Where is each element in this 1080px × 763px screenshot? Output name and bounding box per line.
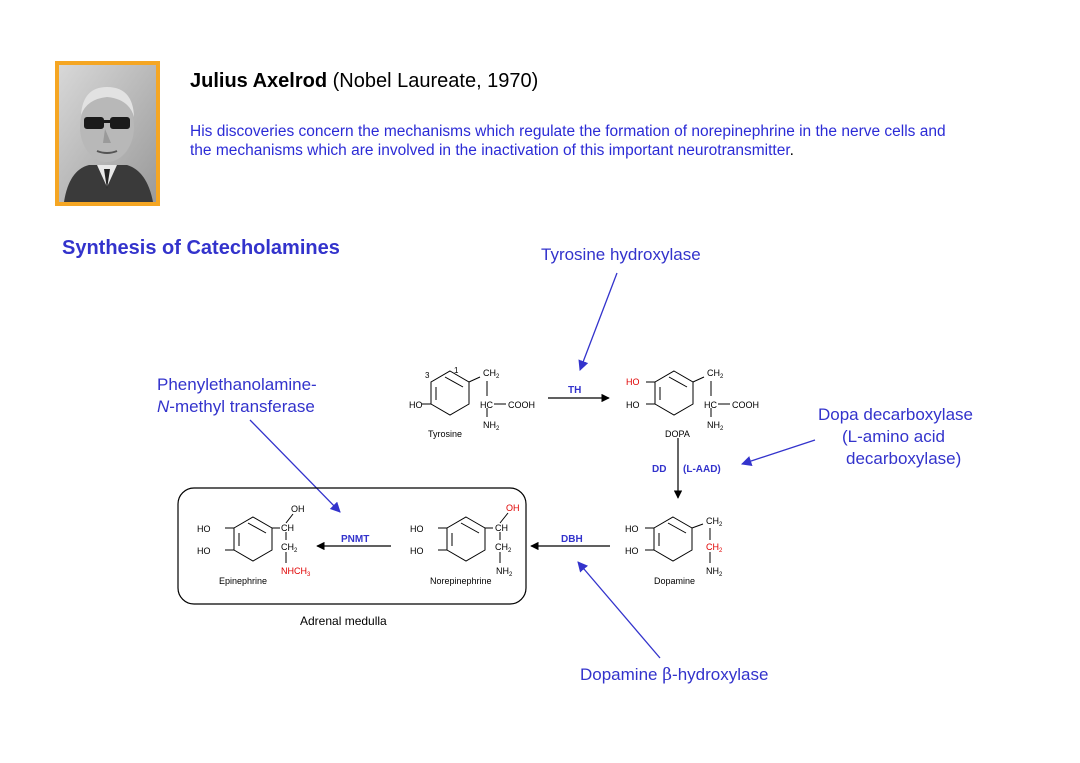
dd-pointer-arrow — [741, 439, 816, 467]
enzyme-dbh-suffix: -hydroxylase — [672, 665, 769, 684]
enzyme-pnmt-line1: Phenylethanolamine- — [157, 375, 317, 394]
step-label-dd: DD — [652, 464, 666, 475]
enzyme-dbh-prefix: Dopamine — [580, 665, 663, 684]
epinephrine-label: Epinephrine — [219, 576, 267, 586]
description-period: . — [789, 142, 794, 159]
dopa-ho: HO — [626, 400, 640, 410]
tyrosine-position-1: 1 — [454, 366, 459, 375]
enzyme-dbh-beta: β — [662, 665, 673, 685]
portrait-image — [59, 65, 156, 202]
enzyme-dopamine-beta-hydroxylase: Dopamine β-hydroxylase — [580, 664, 768, 686]
header-note: (Nobel Laureate, 1970) — [327, 70, 539, 92]
norepinephrine-label: Norepinephrine — [430, 576, 492, 586]
description-text: His discoveries concern the mechanisms w… — [190, 123, 946, 159]
norepinephrine-ho-top: HO — [410, 524, 424, 534]
tyrosine-nh2: NH2 — [483, 420, 500, 432]
norepinephrine-nh2: NH2 — [496, 566, 513, 578]
dopamine-ch2-top: CH2 — [706, 516, 723, 528]
dopamine-label: Dopamine — [654, 576, 695, 586]
portrait-photo — [55, 61, 160, 206]
tyrosine-cooh: COOH — [508, 400, 535, 410]
norepinephrine-ch2: CH2 — [495, 542, 512, 554]
dopamine-ho-bottom: HO — [625, 546, 639, 556]
norepinephrine-ho-bottom: HO — [410, 546, 424, 556]
section-title: Synthesis of Catecholamines — [62, 237, 340, 259]
norepinephrine-ch: CH — [495, 523, 508, 533]
dopamine-ch2-red: CH2 — [706, 542, 723, 554]
epinephrine-nhch3: NHCH3 — [281, 566, 311, 578]
step-label-dbh: DBH — [561, 534, 583, 545]
enzyme-dopa-decarboxylase-line3: decarboxylase) — [846, 449, 962, 468]
th-pointer-arrow — [578, 272, 618, 371]
enzyme-tyrosine-hydroxylase: Tyrosine hydroxylase — [541, 245, 701, 264]
norepinephrine-oh-red: OH — [506, 503, 520, 513]
dopamine-structure — [645, 516, 711, 563]
step-label-laad: (L-AAD) — [683, 464, 721, 475]
step-label-pnmt: PNMT — [341, 534, 369, 545]
dopa-cooh: COOH — [732, 400, 759, 410]
tyrosine-structure — [422, 370, 506, 417]
enzyme-pnmt-rest: -methyl transferase — [169, 397, 315, 416]
header-description: His discoveries concern the mechanisms w… — [190, 122, 950, 160]
epinephrine-oh: OH — [291, 504, 305, 514]
enzyme-dopa-decarboxylase-line2: (L-amino acid — [842, 427, 945, 446]
dopa-label: DOPA — [665, 429, 690, 439]
epinephrine-ch: CH — [281, 523, 294, 533]
dopa-hc: HC — [704, 400, 717, 410]
epinephrine-ho-bottom: HO — [197, 546, 211, 556]
dopa-ch2: CH2 — [707, 368, 724, 380]
epinephrine-ho-top: HO — [197, 524, 211, 534]
norepinephrine-structure — [438, 512, 509, 563]
epinephrine-ch2: CH2 — [281, 542, 298, 554]
enzyme-pnmt-n: N — [157, 397, 170, 416]
enzyme-dopa-decarboxylase-line1: Dopa decarboxylase — [818, 405, 973, 424]
header-name: Julius Axelrod — [190, 70, 328, 92]
tyrosine-ho: HO — [409, 400, 423, 410]
enzyme-pnmt-line2: N-methyl transferase — [157, 396, 315, 417]
header-title: Julius Axelrod (Nobel Laureate, 1970) — [190, 70, 538, 93]
pnmt-pointer-arrow — [249, 419, 341, 513]
dopa-nh2: NH2 — [707, 420, 724, 432]
adrenal-medulla-label: Adrenal medulla — [300, 614, 387, 628]
dopamine-ho-top: HO — [625, 524, 639, 534]
tyrosine-ch2: CH2 — [483, 368, 500, 380]
tyrosine-hc: HC — [480, 400, 493, 410]
dopa-ho-red: HO — [626, 377, 640, 387]
adrenal-medulla-box — [177, 487, 527, 605]
step-label-th: TH — [568, 385, 581, 396]
dbh-pointer-arrow — [577, 561, 661, 659]
dopa-structure — [646, 370, 730, 417]
tyrosine-position-3: 3 — [425, 371, 430, 380]
dopamine-nh2: NH2 — [706, 566, 723, 578]
tyrosine-label: Tyrosine — [428, 429, 462, 439]
epinephrine-structure — [225, 513, 294, 563]
